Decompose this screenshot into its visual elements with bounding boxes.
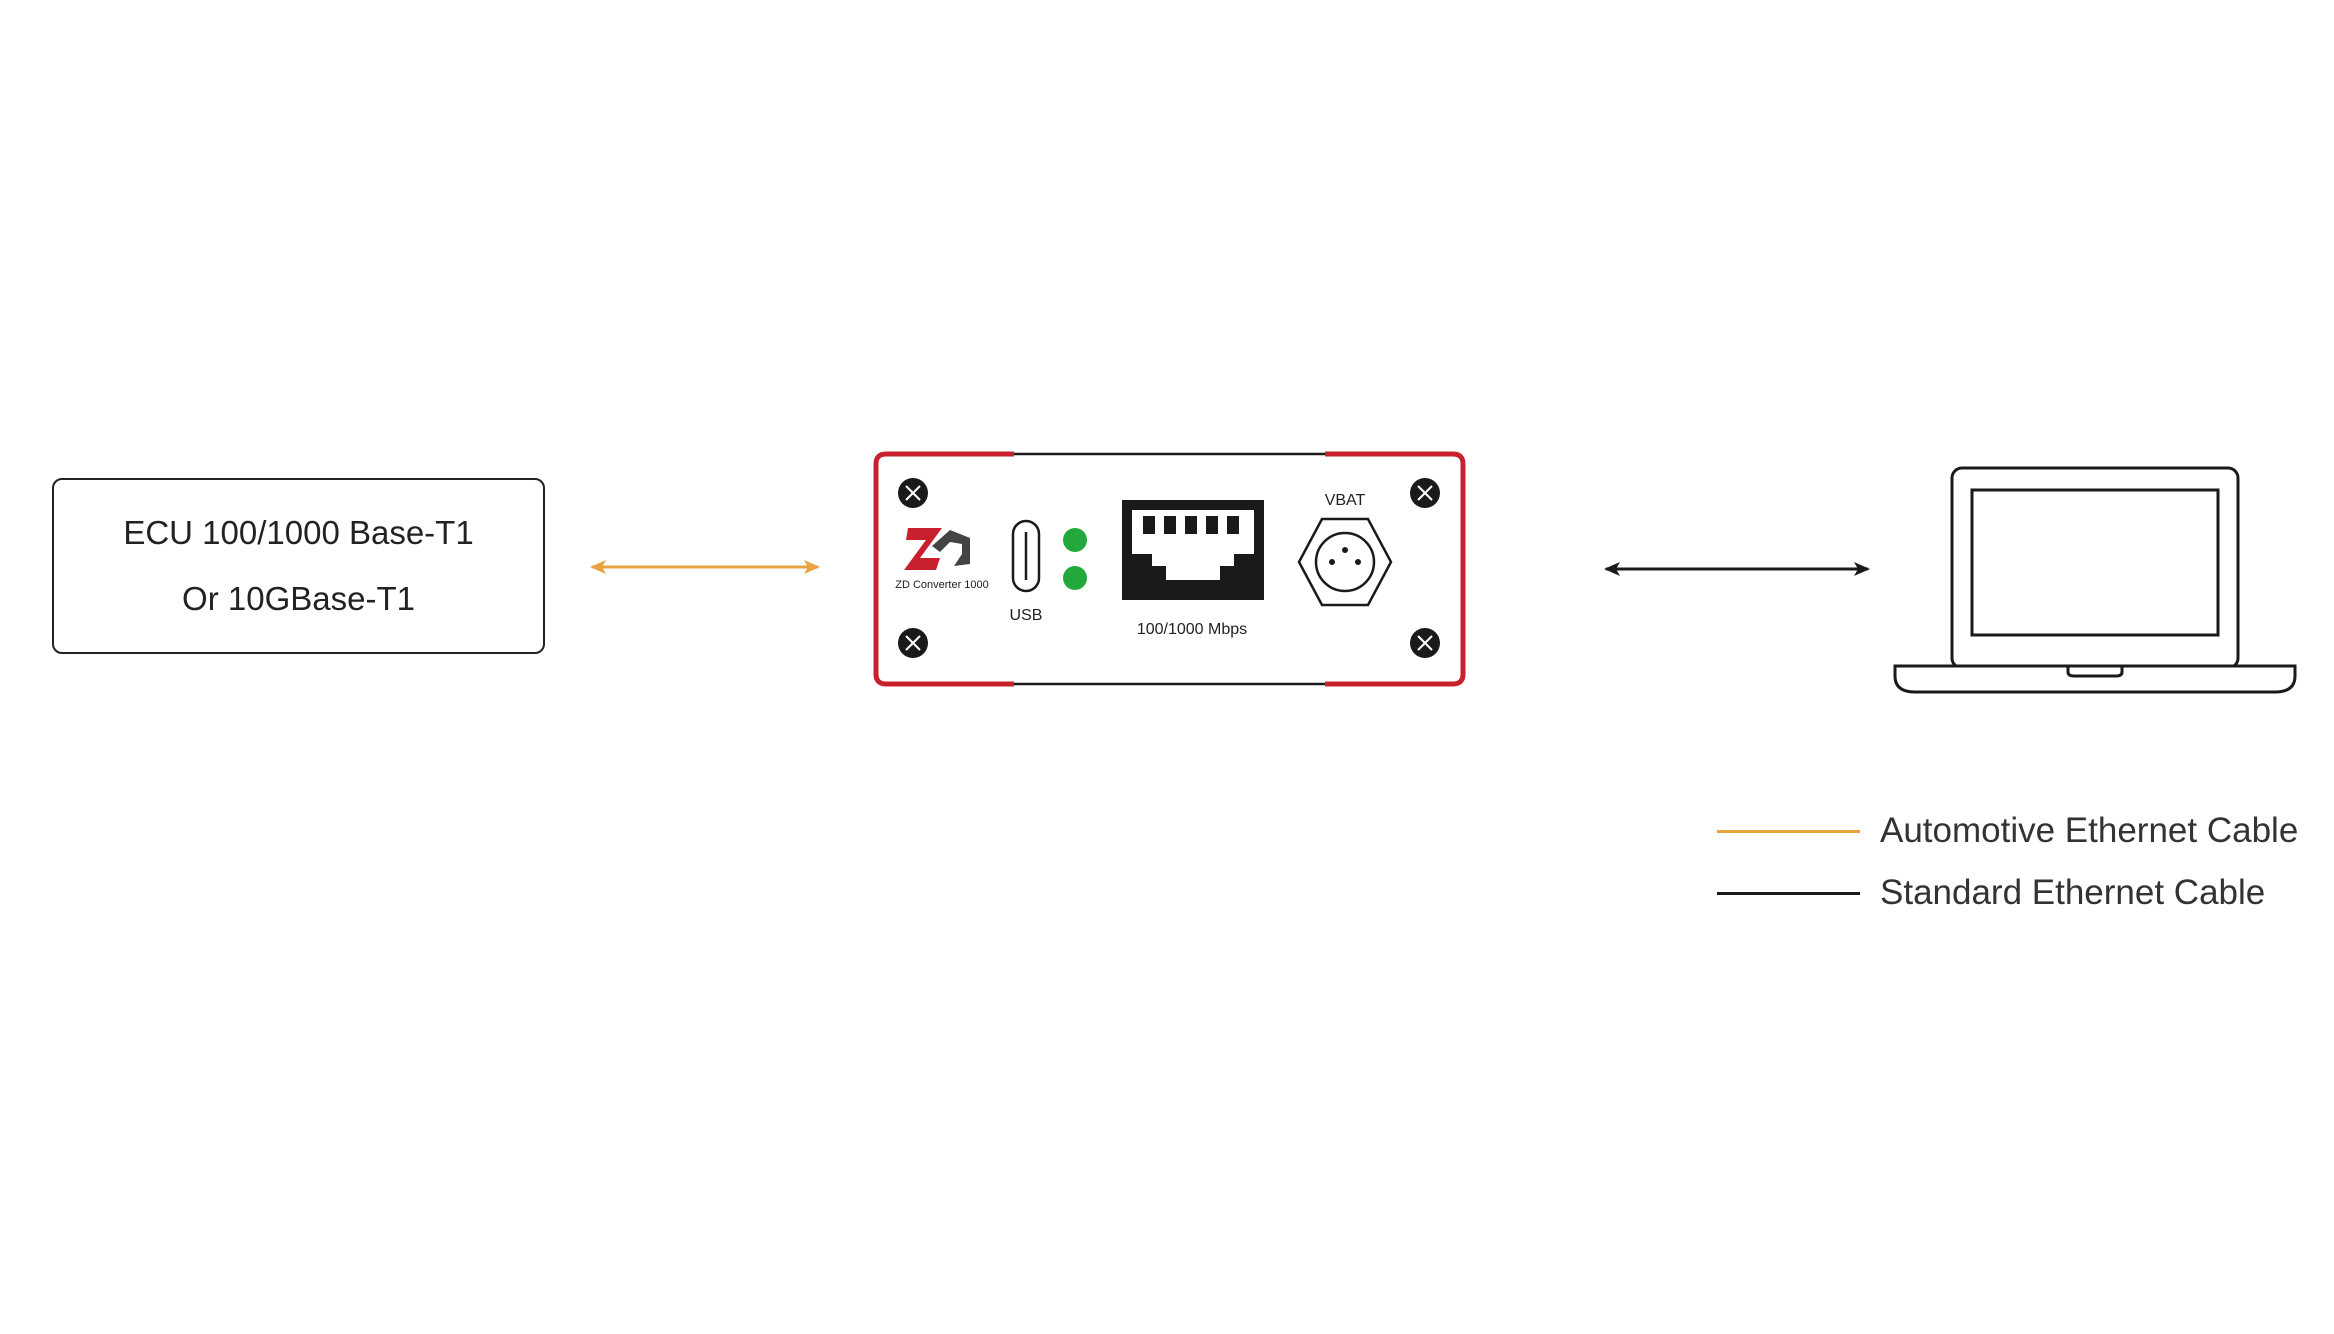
standard-ethernet-cable-arrow <box>1604 562 1870 576</box>
screw-icon <box>898 478 928 508</box>
device-red-corners <box>873 451 1466 687</box>
legend-label-automotive: Automotive Ethernet Cable <box>1880 811 2299 850</box>
status-led-icon <box>1063 528 1087 552</box>
vbat-label: VBAT <box>1325 492 1366 509</box>
legend-item-standard: Standard Ethernet Cable <box>1717 873 2298 913</box>
legend-item-automotive: Automotive Ethernet Cable <box>1717 811 2298 851</box>
status-led-icon <box>1063 566 1087 590</box>
screw-icon <box>1410 478 1440 508</box>
automotive-ethernet-cable-arrow <box>590 560 820 574</box>
ecu-box: ECU 100/1000 Base-T1 Or 10GBase-T1 <box>52 478 545 654</box>
zd-logo-icon <box>904 528 970 570</box>
rj45-port-icon <box>1122 500 1264 600</box>
vbat-connector-icon <box>1297 517 1393 607</box>
legend: Automotive Ethernet Cable Standard Ether… <box>1717 811 2298 913</box>
screw-icon <box>1410 628 1440 658</box>
usb-label: USB <box>1010 607 1043 624</box>
converter-device: ZD Converter 1000 USB 100/1000 Mbps VBAT <box>873 451 1466 687</box>
laptop-icon <box>1893 466 2297 694</box>
ecu-line1: ECU 100/1000 Base-T1 <box>123 514 474 551</box>
legend-swatch-standard <box>1717 891 1860 895</box>
rj45-label: 100/1000 Mbps <box>1137 621 1247 638</box>
screw-icon <box>898 628 928 658</box>
legend-label-standard: Standard Ethernet Cable <box>1880 873 2266 912</box>
legend-swatch-automotive <box>1717 829 1860 833</box>
ecu-line2: Or 10GBase-T1 <box>182 580 415 617</box>
brand-text: ZD Converter 1000 <box>895 579 989 591</box>
